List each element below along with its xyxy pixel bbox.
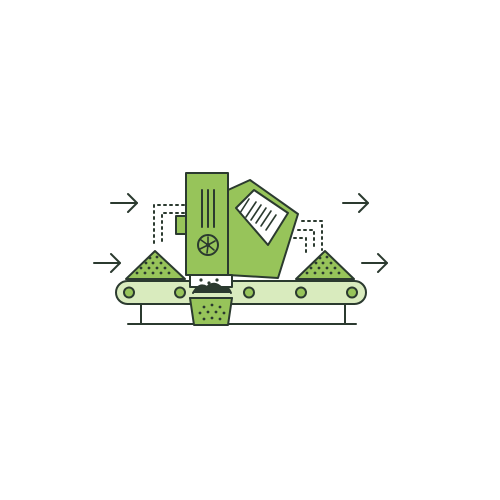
- fan-icon: [197, 234, 219, 256]
- conveyor-belt-icon: [115, 280, 367, 305]
- arrow-right-icon: [342, 193, 369, 213]
- arrow-right-icon: [110, 193, 138, 213]
- dust-trail-right: [293, 220, 323, 253]
- dust-trail-left: [153, 204, 185, 244]
- grinder-machine-icon: [175, 172, 299, 288]
- arrow-right-icon: [361, 253, 388, 273]
- bucket-icon: [189, 282, 233, 326]
- conveyor-stand: [127, 303, 357, 325]
- powder-pile-icon: [295, 250, 355, 280]
- powder-pile-icon: [125, 250, 186, 280]
- arrow-right-icon: [93, 253, 121, 273]
